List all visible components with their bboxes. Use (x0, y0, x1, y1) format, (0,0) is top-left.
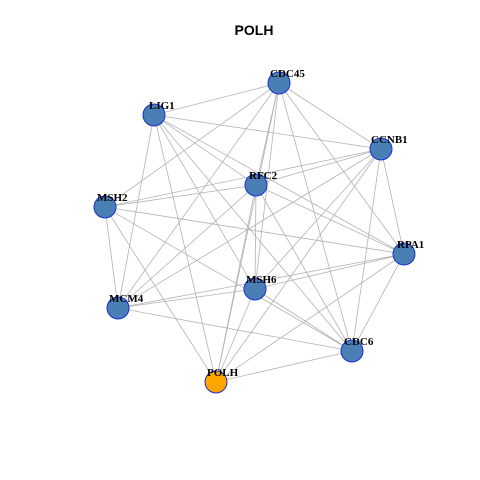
node-circle-cdc6 (340, 339, 364, 363)
edge-cdc45-lig1 (153, 82, 280, 116)
edge-msh6-polh (215, 288, 256, 383)
edge-lig1-msh6 (153, 114, 256, 290)
edge-lig1-rfc2 (153, 114, 257, 186)
node-circle-mcm4 (106, 296, 130, 320)
node-label-mcm4: MCM4 (109, 293, 144, 305)
node-circle-rpa1 (392, 242, 416, 266)
edge-lig1-rpa1 (153, 114, 405, 255)
node-msh2: MSH2 (93, 192, 128, 219)
edge-ccnb1-msh6 (254, 148, 382, 290)
node-label-rfc2: RFC2 (249, 170, 278, 182)
edge-layer (104, 82, 405, 383)
node-polh: POLH (204, 367, 239, 394)
edge-ccnb1-cdc6 (351, 148, 382, 352)
node-label-cdc45: CDC45 (270, 68, 305, 80)
edge-msh6-cdc6 (254, 288, 353, 352)
edge-ccnb1-rfc2 (255, 148, 382, 186)
edge-ccnb1-msh2 (104, 148, 382, 208)
node-cdc6: CDC6 (340, 336, 374, 363)
edge-rpa1-msh6 (254, 253, 405, 290)
edge-rfc2-msh6 (254, 184, 257, 290)
node-circle-ccnb1 (369, 137, 393, 161)
node-layer: CDC45LIG1CCNB1RFC2MSH2RPA1MSH6MCM4CDC6PO… (93, 68, 424, 394)
node-label-lig1: LIG1 (149, 100, 175, 112)
node-rfc2: RFC2 (244, 170, 278, 197)
edge-lig1-cdc6 (153, 114, 353, 352)
edge-rpa1-polh (215, 253, 405, 383)
node-circle-msh6 (243, 277, 267, 301)
edge-cdc45-cdc6 (278, 82, 353, 352)
node-mcm4: MCM4 (106, 293, 144, 320)
node-label-ccnb1: CCNB1 (371, 134, 408, 146)
node-label-rpa1: RPA1 (397, 239, 424, 251)
edge-msh2-mcm4 (104, 206, 119, 309)
node-label-msh2: MSH2 (97, 192, 128, 204)
node-msh6: MSH6 (243, 274, 277, 301)
edge-rfc2-mcm4 (117, 184, 257, 309)
edge-cdc6-polh (215, 350, 353, 383)
node-ccnb1: CCNB1 (369, 134, 408, 161)
edge-mcm4-cdc6 (117, 307, 353, 352)
edge-rfc2-rpa1 (255, 184, 405, 255)
edge-cdc45-ccnb1 (278, 82, 382, 150)
edge-cdc45-rpa1 (278, 82, 405, 255)
edge-ccnb1-rpa1 (380, 148, 405, 255)
graph-title: POLH (235, 22, 274, 38)
edge-rpa1-cdc6 (351, 253, 405, 352)
node-rpa1: RPA1 (392, 239, 424, 266)
edge-ccnb1-polh (215, 148, 382, 383)
edge-rfc2-msh2 (104, 184, 257, 208)
edge-msh2-rpa1 (104, 206, 405, 255)
node-circle-polh (204, 370, 228, 394)
node-circle-lig1 (142, 103, 166, 127)
edge-msh6-mcm4 (117, 288, 256, 309)
edge-rfc2-cdc6 (255, 184, 353, 352)
edge-ccnb1-mcm4 (117, 148, 382, 309)
node-circle-rfc2 (244, 173, 268, 197)
edge-lig1-ccnb1 (153, 114, 382, 150)
node-circle-msh2 (93, 195, 117, 219)
edge-msh2-cdc6 (104, 206, 353, 352)
node-cdc45: CDC45 (267, 68, 305, 95)
node-label-cdc6: CDC6 (344, 336, 374, 348)
node-label-polh: POLH (207, 367, 239, 379)
node-circle-cdc45 (267, 71, 291, 95)
node-lig1: LIG1 (142, 100, 175, 127)
edge-cdc45-msh2 (104, 82, 280, 208)
node-label-msh6: MSH6 (246, 274, 277, 286)
edge-msh2-polh (104, 206, 217, 383)
